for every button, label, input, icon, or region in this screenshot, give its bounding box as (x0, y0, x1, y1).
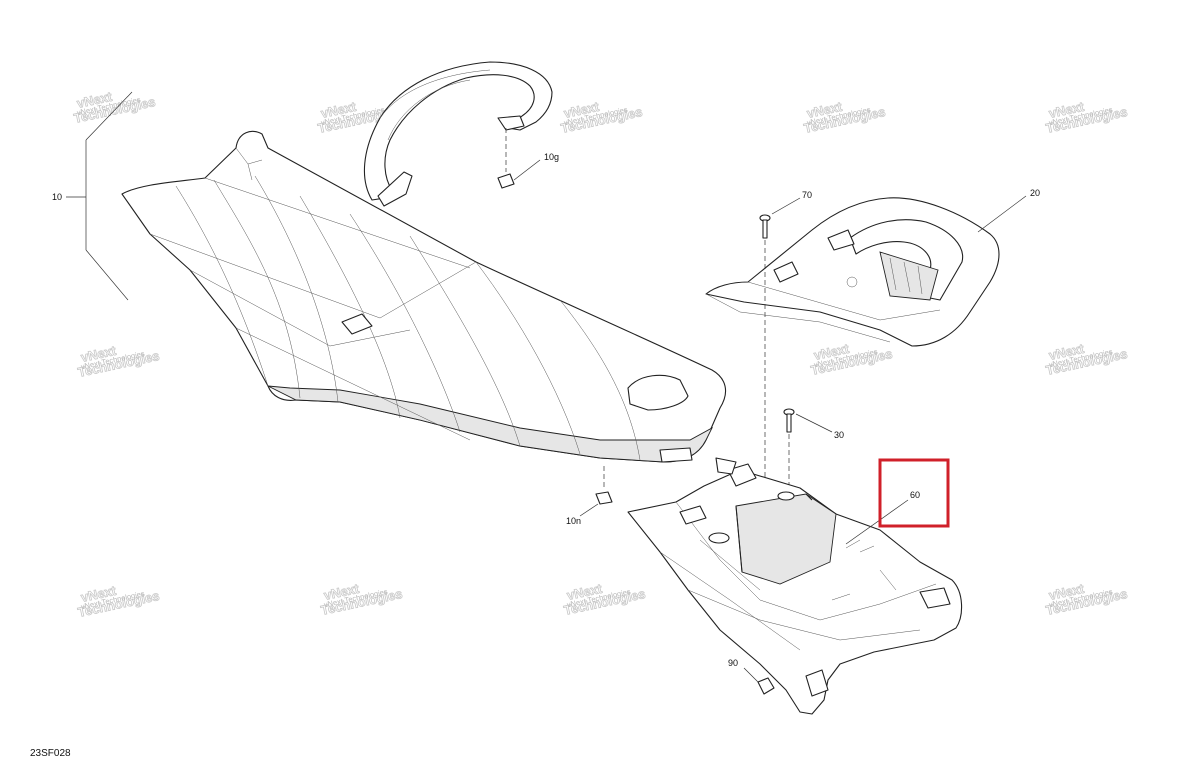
svg-text:90: 90 (728, 658, 738, 668)
svg-text:60: 60 (910, 490, 920, 500)
watermark: vNext Technologies vNext Technologies (72, 88, 157, 126)
callout-20[interactable]: 20 (977, 188, 1040, 233)
callout-70[interactable]: 70 (771, 190, 812, 215)
callout-10[interactable]: 10 (52, 91, 133, 301)
storage-tray-part (627, 457, 963, 715)
callout-10n[interactable]: 10n (566, 503, 599, 526)
callout-90[interactable]: 90 (728, 658, 759, 683)
highlight-box (878, 458, 950, 528)
svg-text:10g: 10g (544, 152, 559, 162)
watermark: vNext Technologies vNext Technologies (319, 580, 404, 618)
watermark: vNext Technologies vNext Technologies (1044, 98, 1129, 136)
seat-part (121, 130, 727, 463)
sheet-code: 23SF028 (30, 748, 71, 759)
grab-handle-part (705, 197, 1000, 347)
callout-30[interactable]: 30 (795, 413, 844, 440)
watermark: vNext Technologies vNext Technologies (562, 580, 647, 618)
strap-part (363, 61, 553, 207)
clip-10g (497, 128, 515, 189)
svg-text:70: 70 (802, 190, 812, 200)
watermark: vNext Technologies vNext Technologies (559, 98, 644, 136)
clip-10n (595, 466, 613, 505)
callout-10g[interactable]: 10g (513, 152, 559, 181)
watermark: vNext Technologies vNext Technologies (76, 342, 161, 380)
watermark: vNext Technologies vNext Technologies (802, 98, 887, 136)
svg-text:10n: 10n (566, 516, 581, 526)
callout-60[interactable]: 60 (845, 490, 920, 545)
watermark: vNext Technologies vNext Technologies (1044, 340, 1129, 378)
screw-30 (783, 408, 795, 496)
nut-90 (757, 677, 775, 695)
svg-text:10: 10 (52, 192, 62, 202)
watermark: vNext Technologies vNext Technologies (1044, 580, 1129, 618)
svg-text:20: 20 (1030, 188, 1040, 198)
svg-text:30: 30 (834, 430, 844, 440)
watermark: vNext Technologies vNext Technologies (76, 582, 161, 620)
